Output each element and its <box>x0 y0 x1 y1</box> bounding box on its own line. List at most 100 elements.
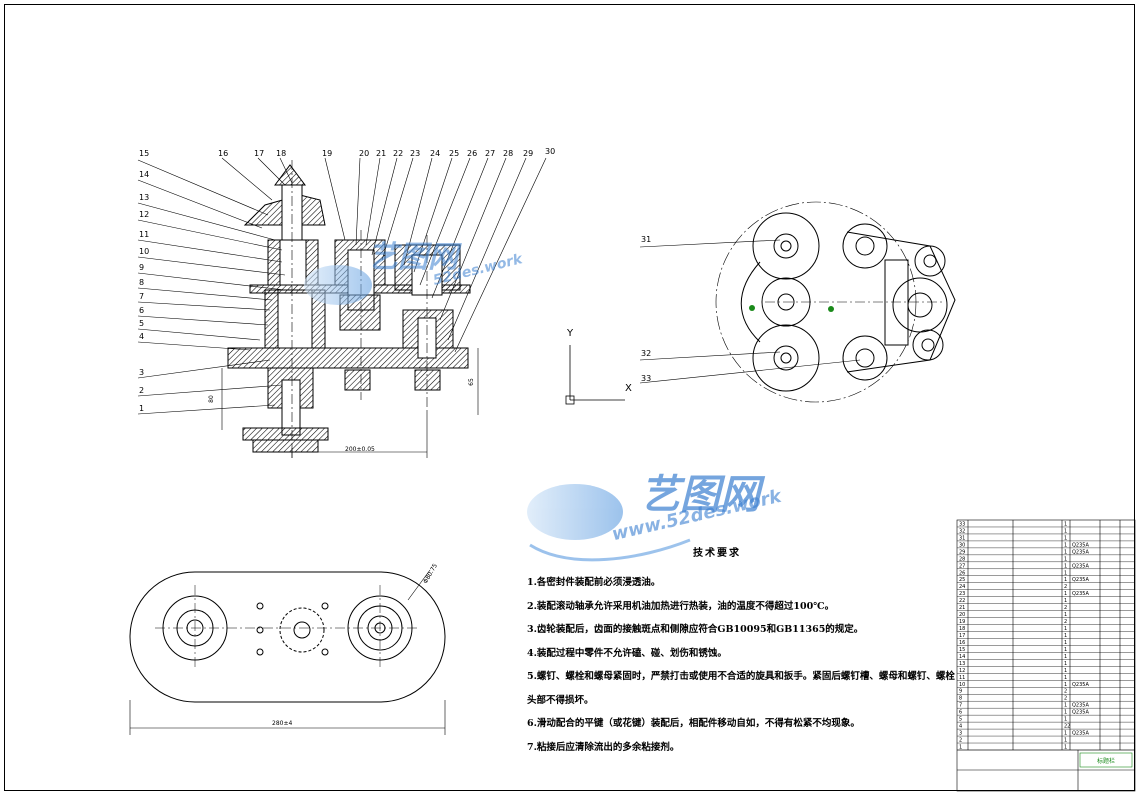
callout-top-21: 21 <box>376 149 387 158</box>
bom-item-material: Q235A <box>1072 703 1089 709</box>
watermark-brand-large: 艺图网 <box>640 472 760 518</box>
bom-item-material: Q235A <box>1072 563 1089 569</box>
bom-item-qty: 1 <box>1064 570 1067 576</box>
technical-requirements: 技术要求 1.各密封件装配前必须浸透油。 2.装配滚动轴承允许采用机油加热进行热… <box>527 544 955 759</box>
callout-left-6: 6 <box>139 306 145 315</box>
bom-item-qty: 1 <box>1064 612 1067 618</box>
bom-item-number: 26 <box>959 570 965 576</box>
callout-top-28: 28 <box>503 149 514 158</box>
bom-item-number: 23 <box>959 591 965 597</box>
bom-item-number: 22 <box>959 598 965 604</box>
callout-left-5: 5 <box>139 319 145 328</box>
callout-32: 32 <box>641 349 652 358</box>
bom-item-qty: 1 <box>1064 682 1067 688</box>
bom-item-qty: 1 <box>1064 528 1067 534</box>
bom-item-qty: 2 <box>1064 696 1067 702</box>
tech-req-item: 4.装配过程中零件不允许磕、碰、划伤和锈蚀。 <box>527 647 727 659</box>
callout-top-24: 24 <box>430 149 441 158</box>
bom-item-number: 12 <box>959 668 965 674</box>
bom-item-qty: 22 <box>1064 724 1070 730</box>
callout-left-12: 12 <box>139 210 150 219</box>
bom-item-material: Q235A <box>1072 549 1089 555</box>
bom-item-material: Q235A <box>1072 542 1089 548</box>
drawing-border <box>4 4 1135 791</box>
bom-item-qty: 1 <box>1064 598 1067 604</box>
tech-req-item: 6.滑动配合的平键（或花键）装配后，相配件移动自如，不得有松紧不均现象。 <box>527 718 860 729</box>
bom-item-number: 13 <box>959 661 965 667</box>
watermark-small <box>304 265 372 305</box>
bom-item-number: 25 <box>959 577 965 583</box>
bom-item-qty: 2 <box>1064 689 1067 695</box>
bom-item-qty: 1 <box>1064 535 1067 541</box>
callout-left-3: 3 <box>139 368 145 377</box>
callout-top-30: 30 <box>545 147 556 156</box>
callout-left-13: 13 <box>139 193 150 202</box>
callout-left-10: 10 <box>139 247 150 256</box>
bom-item-qty: 1 <box>1064 654 1067 660</box>
front-section-view <box>221 160 479 460</box>
bom-item-number: 8 <box>959 696 962 702</box>
svg-text:标题栏: 标题栏 <box>1097 757 1115 765</box>
bom-item-qty: 1 <box>1064 549 1067 555</box>
bom-item-material: Q235A <box>1072 710 1089 716</box>
callout-top-23: 23 <box>410 149 421 158</box>
callout-left-14: 14 <box>139 170 150 179</box>
bom-item-qty: 1 <box>1064 542 1067 548</box>
callout-top-22: 22 <box>393 149 404 158</box>
bom-item-number: 10 <box>959 682 965 688</box>
bom-item-qty: 1 <box>1064 745 1067 751</box>
callout-left-9: 9 <box>139 263 145 272</box>
bom-item-number: 16 <box>959 640 965 646</box>
callout-top-16: 16 <box>218 149 229 158</box>
bom-item-qty: 1 <box>1064 626 1067 632</box>
bom-item-number: 11 <box>959 675 965 681</box>
bom-item-number: 28 <box>959 556 965 562</box>
bom-item-number: 15 <box>959 647 965 653</box>
bom-item-qty: 1 <box>1064 556 1067 562</box>
callout-left-11: 11 <box>139 230 150 239</box>
callout-33: 33 <box>641 374 652 383</box>
callout-top-26: 26 <box>467 149 478 158</box>
bom-item-qty: 1 <box>1064 640 1067 646</box>
watermark-large <box>527 484 691 562</box>
bom-item-number: 27 <box>959 563 965 569</box>
callout-top-17: 17 <box>254 149 265 158</box>
bom-item-number: 6 <box>959 710 962 716</box>
bom-item-material: Q235A <box>1072 682 1089 688</box>
bom-item-number: 19 <box>959 619 965 625</box>
callout-top-15: 15 <box>139 149 150 158</box>
callout-top-29: 29 <box>523 149 534 158</box>
bom-item-qty: 1 <box>1064 521 1067 527</box>
bom-item-number: 18 <box>959 626 965 632</box>
bom-item-number: 30 <box>959 542 965 548</box>
bom-item-qty: 1 <box>1064 717 1067 723</box>
bom-item-number: 9 <box>959 689 962 695</box>
bom-item-number: 29 <box>959 549 965 555</box>
bom-item-qty: 1 <box>1064 563 1067 569</box>
callout-left-2: 2 <box>139 386 145 395</box>
tech-req-title: 技术要求 <box>693 548 741 559</box>
bom-item-material: Q235A <box>1072 577 1089 583</box>
bom-item-number: 33 <box>959 521 965 527</box>
callout-31: 31 <box>641 235 652 244</box>
callout-top-27: 27 <box>485 149 496 158</box>
bom-item-qty: 1 <box>1064 731 1067 737</box>
bom-item-number: 3 <box>959 731 962 737</box>
bom-item-qty: 1 <box>1064 577 1067 583</box>
bom-item-qty: 1 <box>1064 668 1067 674</box>
tech-req-item: 7.粘接后应清除流出的多余粘接剂。 <box>527 741 680 753</box>
axis-label-y: Y <box>567 328 574 339</box>
bom-item-qty: 1 <box>1064 710 1067 716</box>
bom-item-number: 14 <box>959 654 965 660</box>
leader-lines-side <box>639 239 861 384</box>
bom-table: 标题栏 <box>956 519 1136 792</box>
bom-item-number: 7 <box>959 703 962 709</box>
axis-label-x: X <box>625 383 632 394</box>
bom-item-number: 21 <box>959 605 965 611</box>
dim-200: 200±0.05 <box>345 446 375 453</box>
bom-item-qty: 1 <box>1064 591 1067 597</box>
bom-item-number: 20 <box>959 612 965 618</box>
bom-item-number: 32 <box>959 528 965 534</box>
